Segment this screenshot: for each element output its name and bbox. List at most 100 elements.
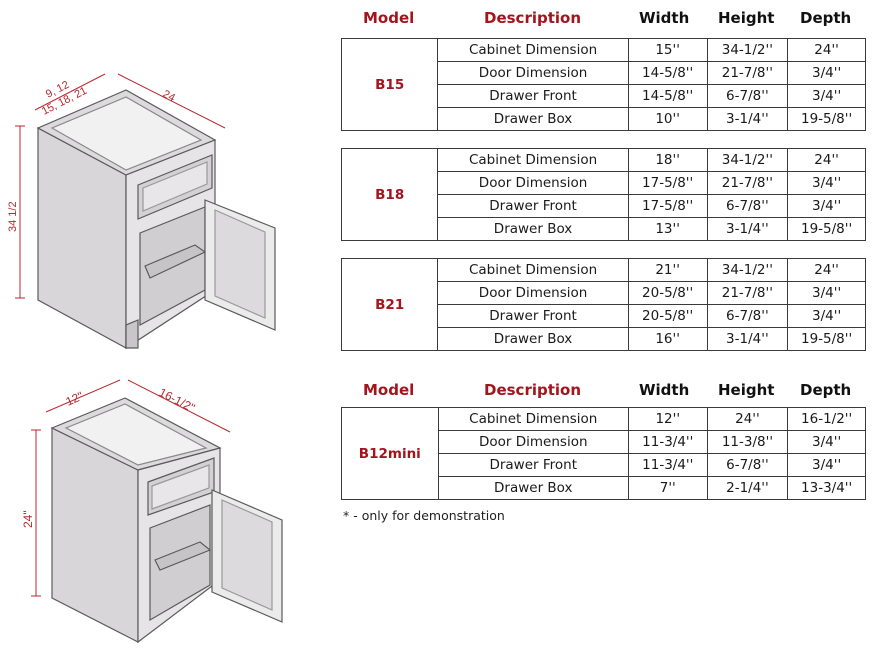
- dim-label-depth: 16-1/2": [157, 385, 197, 415]
- desc-cell: Drawer Front: [437, 304, 629, 328]
- width-cell: 17-5/8'': [627, 171, 708, 195]
- depth-cell: 3/4'': [787, 171, 866, 195]
- depth-cell: 19-5/8'': [787, 327, 866, 351]
- width-cell: 14-5/8'': [627, 61, 708, 85]
- table-row: B15 Cabinet Dimension 15'' 34-1/2'' 24'': [340, 38, 866, 131]
- depth-cell: 13-3/4'': [787, 476, 866, 500]
- width-cell: 20-5/8'': [627, 281, 708, 305]
- model-cell: B15: [340, 38, 439, 131]
- dim-label-height: 24": [21, 510, 35, 528]
- header-depth: Depth: [800, 9, 852, 27]
- spec-table-b15: B15 Cabinet Dimension 15'' 34-1/2'' 24''…: [340, 38, 866, 131]
- desc-cell: Cabinet Dimension: [437, 258, 629, 282]
- header-width: Width: [639, 9, 690, 27]
- width-cell: 7'': [627, 476, 708, 500]
- width-cell: 11-3/4'': [627, 453, 708, 477]
- footnote: * - only for demonstration: [343, 508, 505, 523]
- height-cell: 34-1/2'': [706, 258, 789, 282]
- width-cell: 20-5/8'': [627, 304, 708, 328]
- height-cell: 11-3/8'': [706, 430, 789, 454]
- desc-cell: Drawer Front: [437, 84, 629, 108]
- depth-cell: 3/4'': [787, 304, 866, 328]
- desc-cell: Door Dimension: [437, 61, 629, 85]
- height-cell: 34-1/2'': [706, 148, 789, 172]
- depth-cell: 3/4'': [787, 281, 866, 305]
- height-cell: 2-1/4'': [706, 476, 789, 500]
- width-cell: 17-5/8'': [627, 194, 708, 218]
- table-row: Drawer Front 14-5/8'' 6-7/8'' 3/4'': [342, 84, 866, 108]
- model-cell: B18: [340, 148, 439, 241]
- dim-label-width: 12": [64, 389, 86, 409]
- table-row: Door Dimension 14-5/8'' 21-7/8'' 3/4'': [342, 61, 866, 85]
- height-cell: 34-1/2'': [706, 38, 789, 62]
- width-cell: 11-3/4'': [627, 430, 708, 454]
- dim-label-depth: 24: [161, 88, 177, 104]
- depth-cell: 24'': [787, 148, 866, 172]
- spec-table-b12mini: B12mini Cabinet Dimension 12'' 24'' 16-1…: [341, 407, 866, 500]
- depth-cell: 19-5/8'': [787, 107, 866, 131]
- model-cell: B21: [340, 258, 439, 351]
- depth-cell: 3/4'': [787, 194, 866, 218]
- desc-cell: Door Dimension: [437, 430, 629, 454]
- base-cabinet-illustration-top: 9, 12 15, 18, 21 24 34 1/2: [7, 73, 276, 350]
- width-cell: 10'': [627, 107, 708, 131]
- width-cell: 13'': [627, 217, 708, 241]
- header-description: Description: [484, 9, 582, 27]
- depth-cell: 3/4'': [787, 430, 866, 454]
- desc-cell: Drawer Box: [437, 217, 629, 241]
- depth-cell: 3/4'': [787, 61, 866, 85]
- desc-cell: Cabinet Dimension: [437, 407, 629, 431]
- table-row: Drawer Front 11-3/4'' 6-7/8'' 3/4'': [342, 453, 866, 477]
- table-row: Door Dimension 20-5/8'' 21-7/8'' 3/4'': [342, 281, 866, 305]
- dim-label-height: 34 1/2: [7, 201, 19, 232]
- desc-cell: Door Dimension: [437, 171, 629, 195]
- height-cell: 21-7/8'': [706, 281, 789, 305]
- depth-cell: 24'': [787, 38, 866, 62]
- spec-table-b21: B21 Cabinet Dimension 21'' 34-1/2'' 24''…: [340, 258, 866, 351]
- header-description-2: Description: [484, 381, 582, 399]
- height-cell: 3-1/4'': [706, 327, 789, 351]
- depth-cell: 16-1/2'': [787, 407, 866, 431]
- width-cell: 16'': [627, 327, 708, 351]
- desc-cell: Drawer Box: [437, 107, 629, 131]
- height-cell: 6-7/8'': [706, 84, 789, 108]
- table-row: Drawer Front 17-5/8'' 6-7/8'' 3/4'': [342, 194, 866, 218]
- depth-cell: 24'': [787, 258, 866, 282]
- spec-table-b18: B18 Cabinet Dimension 18'' 34-1/2'' 24''…: [340, 148, 866, 241]
- table-row: Drawer Box 16'' 3-1/4'' 19-5/8'': [342, 327, 866, 351]
- table-row: B12mini Cabinet Dimension 12'' 24'' 16-1…: [341, 407, 866, 500]
- desc-cell: Drawer Box: [437, 476, 629, 500]
- base-cabinet-illustration-bottom: 12" 16-1/2" 24": [21, 379, 283, 644]
- desc-cell: Drawer Box: [437, 327, 629, 351]
- table-row: Drawer Box 7'' 2-1/4'' 13-3/4'': [342, 476, 866, 500]
- width-cell: 12'': [627, 407, 708, 431]
- depth-cell: 3/4'': [787, 84, 866, 108]
- header-depth-2: Depth: [800, 381, 852, 399]
- depth-cell: 19-5/8'': [787, 217, 866, 241]
- table-row: B18 Cabinet Dimension 18'' 34-1/2'' 24'': [340, 148, 866, 241]
- header-height: Height: [718, 9, 775, 27]
- width-cell: 18'': [627, 148, 708, 172]
- height-cell: 6-7/8'': [706, 194, 789, 218]
- desc-cell: Drawer Front: [437, 194, 629, 218]
- width-cell: 15'': [627, 38, 708, 62]
- width-cell: 21'': [627, 258, 708, 282]
- header-width-2: Width: [639, 381, 690, 399]
- table-row: Door Dimension 17-5/8'' 21-7/8'' 3/4'': [342, 171, 866, 195]
- table-row: Drawer Box 10'' 3-1/4'' 19-5/8'': [342, 107, 866, 131]
- height-cell: 24'': [706, 407, 789, 431]
- height-cell: 21-7/8'': [706, 171, 789, 195]
- header-height-2: Height: [718, 381, 775, 399]
- height-cell: 3-1/4'': [706, 217, 789, 241]
- header-model-2: Model: [363, 381, 415, 399]
- width-cell: 14-5/8'': [627, 84, 708, 108]
- header-model: Model: [363, 9, 415, 27]
- desc-cell: Cabinet Dimension: [437, 148, 629, 172]
- height-cell: 21-7/8'': [706, 61, 789, 85]
- table-row: Drawer Box 13'' 3-1/4'' 19-5/8'': [342, 217, 866, 241]
- height-cell: 6-7/8'': [706, 453, 789, 477]
- depth-cell: 3/4'': [787, 453, 866, 477]
- desc-cell: Drawer Front: [437, 453, 629, 477]
- height-cell: 3-1/4'': [706, 107, 789, 131]
- desc-cell: Cabinet Dimension: [437, 38, 629, 62]
